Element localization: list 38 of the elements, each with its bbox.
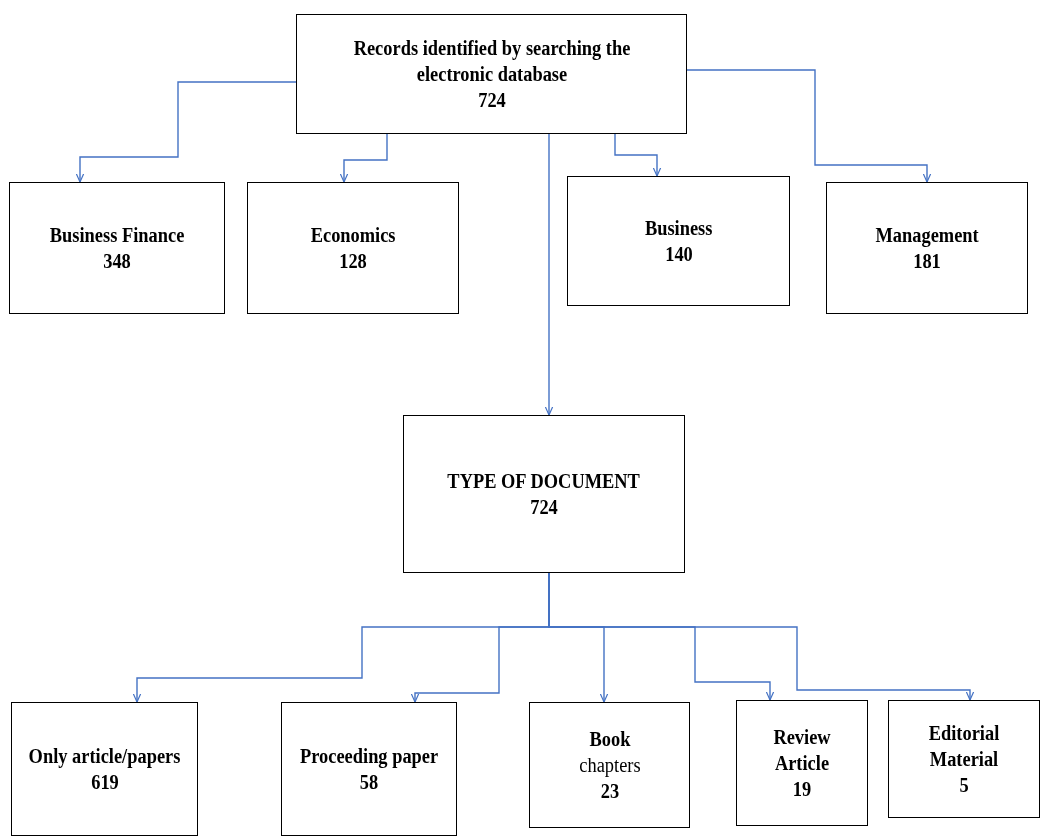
count-label: 19: [792, 777, 812, 802]
arrow: [75, 81, 297, 183]
process-box: [296, 14, 687, 134]
process-box: [9, 182, 225, 314]
arrow: [614, 133, 662, 177]
box-label: TYPE OF DOCUMENT: [447, 469, 641, 494]
box-label: Editorial Material: [927, 721, 1001, 772]
count-label: 58: [359, 770, 379, 795]
box-label: Records identified by searching the electronic database: [352, 36, 631, 87]
process-box: [403, 415, 685, 573]
count-label: 724: [530, 495, 558, 520]
process-box: [826, 182, 1028, 314]
process-box: [888, 700, 1040, 818]
count-label: 724: [477, 88, 506, 113]
count-label: 23: [600, 779, 619, 804]
count-label: 128: [339, 249, 367, 274]
box-label: Only article/papers: [28, 744, 181, 769]
count-label: 181: [913, 249, 941, 274]
arrow: [686, 69, 932, 183]
process-box: [247, 182, 459, 314]
count-label: 619: [90, 770, 119, 795]
count-label: 348: [103, 249, 131, 274]
box-label: Business Finance: [49, 223, 185, 248]
box-label: Business: [644, 216, 713, 241]
process-box: [736, 700, 868, 826]
box-label: Management: [875, 223, 979, 248]
box-label: Review Article: [772, 725, 832, 776]
box-label: Book chapters: [577, 727, 642, 778]
count-label: 140: [664, 242, 693, 267]
arrow: [544, 133, 554, 416]
process-box: [567, 176, 790, 306]
box-label: Economics: [310, 223, 396, 248]
arrow: [339, 133, 388, 183]
count-label: 5: [959, 773, 969, 798]
box-label: Proceeding paper: [299, 744, 439, 769]
process-box: [11, 702, 198, 836]
process-box: [529, 702, 690, 828]
process-box: [281, 702, 457, 836]
